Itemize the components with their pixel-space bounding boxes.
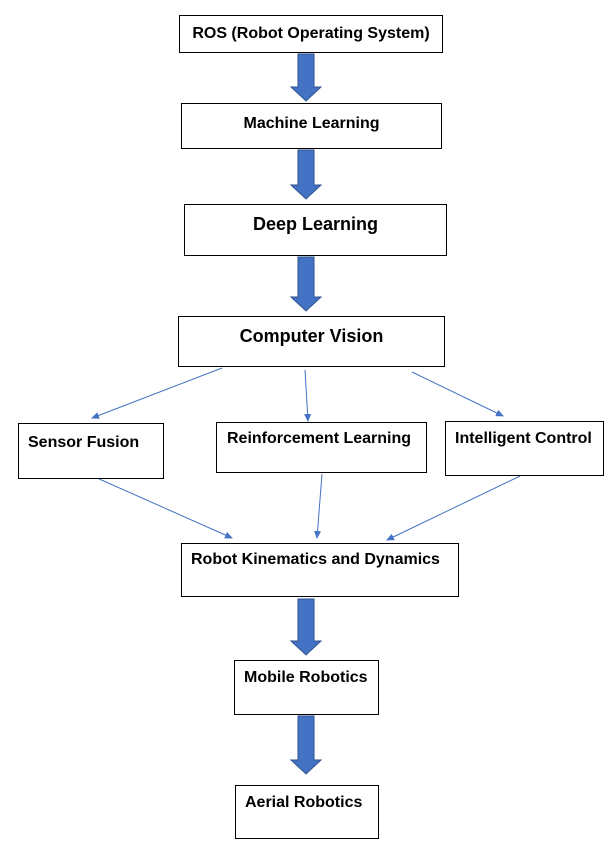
node-ros: ROS (Robot Operating System) xyxy=(179,15,443,53)
node-computer-vision: Computer Vision xyxy=(178,316,445,367)
node-mobile-robotics-label: Mobile Robotics xyxy=(244,669,368,686)
arrow-ic-to-rkd xyxy=(386,475,521,541)
node-machine-learning-label: Machine Learning xyxy=(243,115,380,132)
node-reinforcement-learning: Reinforcement Learning xyxy=(216,422,427,473)
node-aerial-robotics: Aerial Robotics xyxy=(235,785,379,839)
arrow-cv-to-ic xyxy=(411,371,504,417)
node-sensor-fusion-label: Sensor Fusion xyxy=(28,434,140,451)
arrow-cv-to-sf xyxy=(91,367,223,419)
arrow-cv-to-rl xyxy=(304,369,312,422)
block-arrow-mr-to-ar xyxy=(289,715,323,775)
node-robot-kinematics-dynamics: Robot Kinematics and Dynamics xyxy=(181,543,459,597)
node-intelligent-control-label: Intelligent Control xyxy=(455,430,592,447)
node-aerial-robotics-label: Aerial Robotics xyxy=(245,794,363,811)
block-arrow-dl-to-cv xyxy=(289,256,323,312)
node-robot-kinematics-dynamics-label: Robot Kinematics and Dynamics xyxy=(191,551,440,568)
node-sensor-fusion: Sensor Fusion xyxy=(18,423,164,479)
node-ros-label: ROS (Robot Operating System) xyxy=(192,25,430,42)
node-mobile-robotics: Mobile Robotics xyxy=(234,660,379,715)
node-deep-learning: Deep Learning xyxy=(184,204,447,256)
block-arrow-ros-to-ml xyxy=(289,53,323,102)
node-computer-vision-label: Computer Vision xyxy=(239,326,384,346)
block-arrow-rkd-to-mr xyxy=(289,598,323,656)
node-reinforcement-learning-label: Reinforcement Learning xyxy=(227,430,412,447)
arrow-sf-to-rkd xyxy=(96,477,233,539)
node-intelligent-control: Intelligent Control xyxy=(445,421,604,476)
node-deep-learning-label: Deep Learning xyxy=(252,214,379,234)
arrow-rl-to-rkd xyxy=(314,473,323,539)
block-arrow-ml-to-dl xyxy=(289,149,323,200)
node-machine-learning: Machine Learning xyxy=(181,103,442,149)
